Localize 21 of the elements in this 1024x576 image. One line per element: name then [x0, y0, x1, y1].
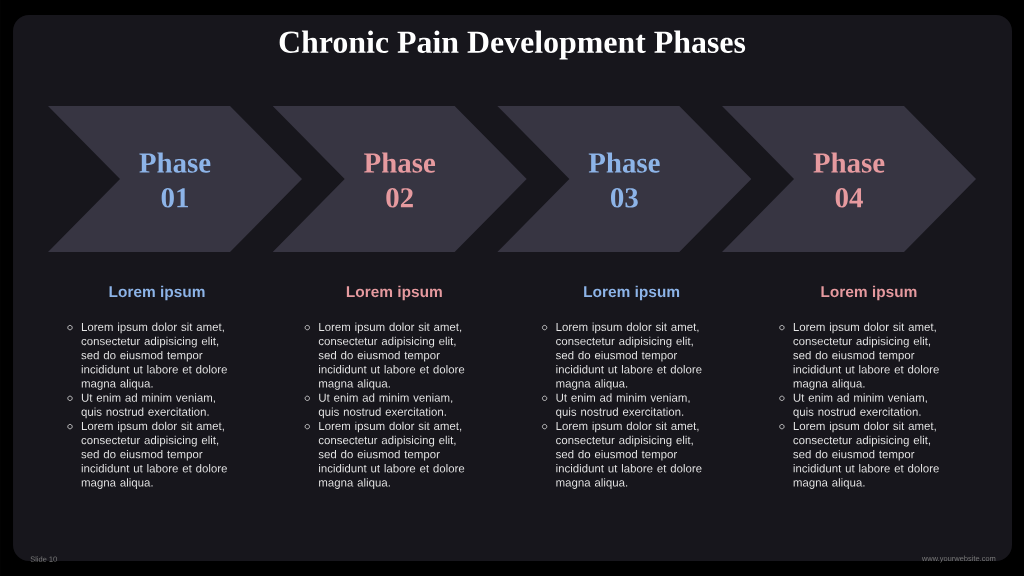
bullet-text: Lorem ipsum dolor sit amet, consectetur adipisicing elit, sed do eiusmod tempor incididunt ut labore et dolore magna aliqua.	[318, 421, 465, 489]
column-heading: Lorem ipsum	[821, 285, 917, 301]
process-step: Phase 03	[497, 106, 752, 252]
bullet-text: Lorem ipsum dolor sit amet, consectetur adipisicing elit, sed do eiusmod tempor incididunt ut labore et dolore magna aliqua.	[793, 421, 939, 489]
process-step: Phase 02	[272, 106, 527, 252]
bullet-text: Lorem ipsum dolor sit amet, consectetur adipisicing elit, sed do eiusmod tempor incididunt ut labore et dolore magna aliqua.	[81, 322, 227, 390]
process-step: Phase 01	[48, 106, 302, 252]
title: Chronic Pain Development Phases	[279, 30, 746, 60]
bullet-text: Lorem ipsum dolor sit amet, consectetur adipisicing elit, sed do eiusmod tempor incididunt ut labore et dolore magna aliqua.	[793, 322, 939, 390]
bullet-text: Ut enim ad minim veniam, quis nostrud exercitation.	[556, 393, 690, 419]
bullet-text: Lorem ipsum dolor sit amet, consectetur adipisicing elit, sed do eiusmod tempor incididunt ut labore et dolore magna aliqua.	[318, 322, 465, 390]
bullet-text: Lorem ipsum dolor sit amet, consectetur adipisicing elit, sed do eiusmod tempor incididunt ut labore et dolore magna aliqua.	[555, 322, 702, 390]
column-heading: Lorem ipsum	[109, 285, 205, 301]
bullet-text: Ut enim ad minim veniam, quis nostrud exercitation.	[793, 393, 927, 419]
process-step: Phase 04	[722, 106, 976, 252]
bullet-text: Ut enim ad minim veniam, quis nostrud exercitation.	[318, 393, 453, 419]
bullet-text: Lorem ipsum dolor sit amet, consectetur adipisicing elit, sed do eiusmod tempor incididunt ut labore et dolore magna aliqua.	[81, 421, 227, 489]
column-heading: Lorem ipsum	[584, 285, 680, 301]
bullet-text: Lorem ipsum dolor sit amet, consectetur adipisicing elit, sed do eiusmod tempor incididunt ut labore et dolore magna aliqua.	[555, 421, 702, 489]
column-heading: Lorem ipsum	[346, 285, 442, 301]
bullet-text: Ut enim ad minim veniam, quis nostrud exercitation.	[81, 393, 215, 419]
